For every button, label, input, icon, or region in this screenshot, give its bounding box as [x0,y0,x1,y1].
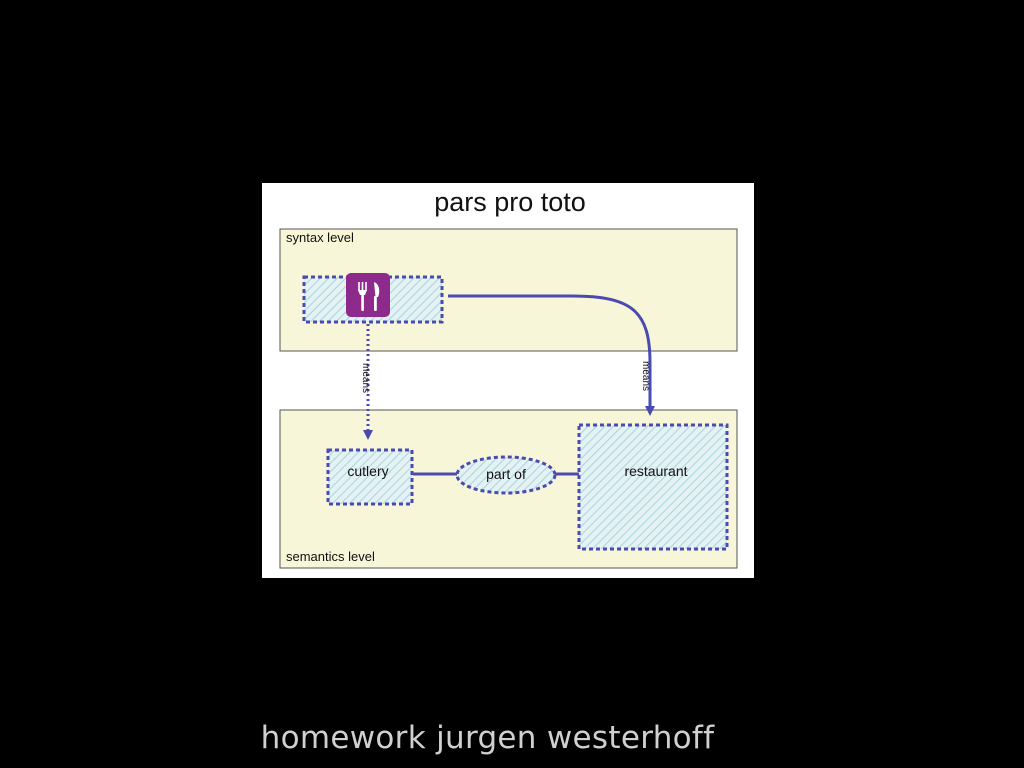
cutlery-label: cutlery [347,463,388,479]
means-label-left: means [360,363,371,393]
footer-caption: homework jurgen westerhoff [260,720,715,756]
syntax-level-label: syntax level [286,230,354,245]
part-of-relation [455,455,557,495]
diagram-title: pars pro toto [434,187,586,217]
cutlery-node [326,448,414,506]
means-arrow-right [448,294,655,416]
restaurant-label: restaurant [624,463,687,479]
means-label-right: means [640,361,651,391]
restaurant-node [577,423,729,551]
fork-and-knife-icon [346,273,390,317]
diagram-slide: pars pro toto syntax level semantics lev… [262,183,754,578]
semantics-level-label: semantics level [286,549,375,564]
part-of-label: part of [486,466,526,482]
